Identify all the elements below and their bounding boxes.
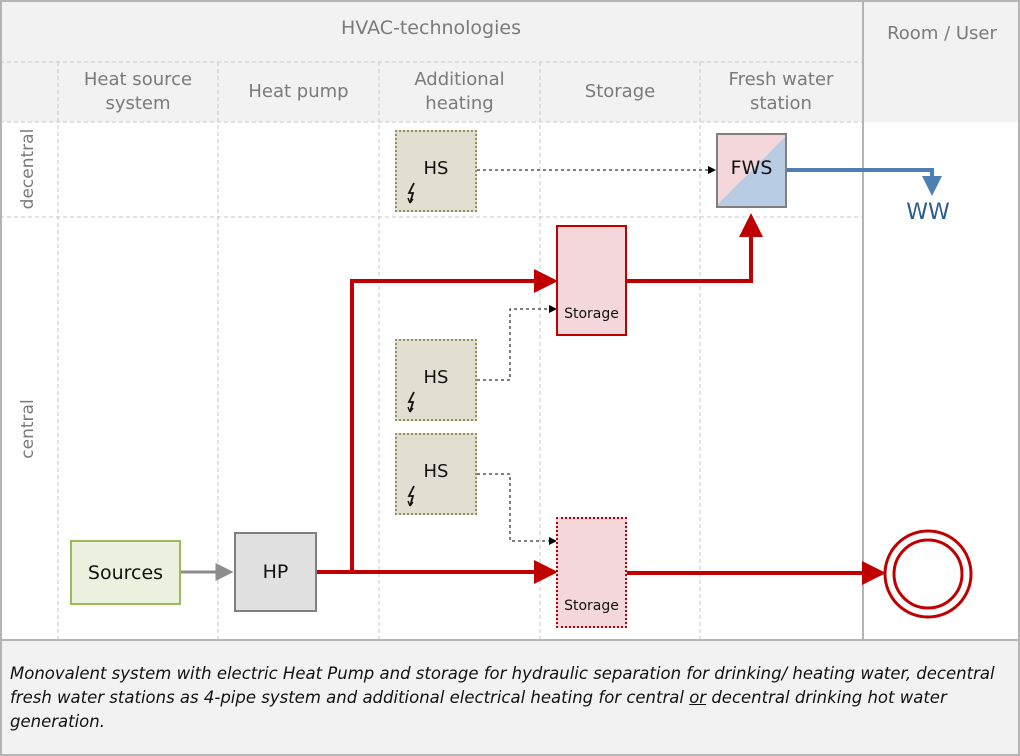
radiator-circle-icon <box>883 529 973 619</box>
fws-label: FWS <box>730 156 773 179</box>
hot-pipe-storage-fws <box>626 213 763 283</box>
sources-node: Sources <box>70 540 181 605</box>
caption-part-2: decentral drinking hot water generation. <box>10 688 947 731</box>
heat-pump-node: HP <box>234 532 317 612</box>
hs-decentral-label: HS <box>423 158 449 179</box>
caption-part-1: Monovalent system with electric Heat Pum… <box>10 664 995 707</box>
hs-central-to-storage-top-connector <box>477 305 557 381</box>
column-header-heat-source: Heat source system <box>83 69 193 114</box>
hs-central-to-storage-bottom-connector <box>477 473 557 545</box>
room-user-header: Room / User <box>887 23 997 44</box>
warm-water-label: WW <box>906 200 950 225</box>
diagram-caption: Monovalent system with electric Heat Pum… <box>10 662 1010 734</box>
storage-bottom-node: Storage <box>556 517 627 628</box>
hs-central-2-label: HS <box>423 461 449 482</box>
column-header-additional-heating: Additional heating <box>414 69 505 114</box>
fresh-water-station-node: FWS <box>716 133 787 208</box>
caption-band <box>0 640 1020 756</box>
storage-top-label: Storage <box>564 306 619 322</box>
lightning-icon <box>407 182 415 204</box>
column-header-heat-pump: Heat pump <box>248 81 349 102</box>
caption-underlined: or <box>689 688 707 707</box>
drinking-water-pipe <box>786 168 942 196</box>
heater-decentral-node: HS <box>395 130 477 212</box>
column-header-fresh-water-station: Fresh water station <box>728 69 834 114</box>
header-band <box>0 0 1020 122</box>
section-title: HVAC-technologies <box>341 17 521 39</box>
hp-label: HP <box>262 561 289 583</box>
column-header-storage: Storage <box>584 81 656 102</box>
storage-bottom-label: Storage <box>564 598 619 614</box>
lightning-icon <box>407 485 415 507</box>
hot-pipe-hp-storage-top <box>350 269 558 572</box>
heater-central-node-1: HS <box>395 339 477 421</box>
storage-top-node: Storage <box>556 225 627 336</box>
sources-label: Sources <box>87 561 164 584</box>
lightning-icon <box>407 391 415 413</box>
hs-central-1-label: HS <box>423 367 449 388</box>
heater-central-node-2: HS <box>395 433 477 515</box>
